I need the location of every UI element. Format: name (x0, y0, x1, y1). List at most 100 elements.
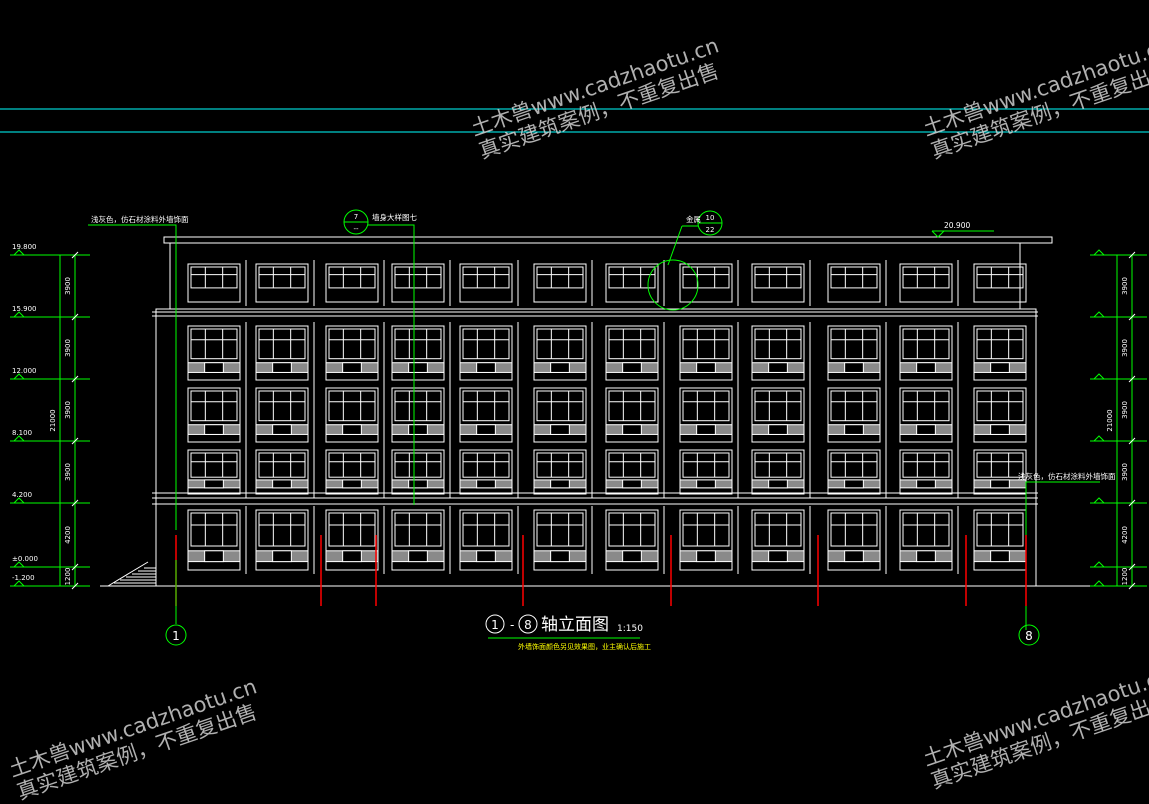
window-unit (325, 506, 385, 574)
ac-grille (204, 362, 224, 373)
dim-value: 3900 (1121, 339, 1129, 357)
window-frame (325, 387, 379, 443)
window-frame (325, 263, 379, 303)
window-unit (255, 260, 315, 306)
ac-grille (916, 424, 936, 435)
roof-parapet (163, 236, 1053, 244)
window-sash (902, 390, 950, 422)
window-frame (899, 263, 953, 303)
window-frame (605, 449, 659, 495)
window-unit (899, 322, 959, 384)
level-label: 4.200 (12, 491, 32, 499)
ac-grille (844, 479, 864, 489)
ac-grille (342, 550, 362, 563)
level-label: 8.100 (12, 429, 32, 437)
window-unit (679, 446, 739, 498)
window-frame (679, 509, 733, 571)
window-frame (751, 325, 805, 381)
window-sash (976, 266, 1024, 289)
window-frame (459, 263, 513, 303)
window-sash (462, 328, 510, 360)
dim-tick (71, 582, 79, 590)
window-frame (255, 509, 309, 571)
window-sash (190, 390, 238, 422)
window-unit (679, 322, 739, 384)
building-elevation (100, 236, 1090, 587)
window-frame (899, 387, 953, 443)
window-sash (754, 328, 802, 360)
window-frame (533, 387, 587, 443)
window-sash (536, 512, 584, 547)
window-frame (391, 449, 445, 495)
window-unit (391, 384, 451, 446)
ac-grille (768, 479, 788, 489)
window-sash (976, 390, 1024, 422)
level-marker (1093, 373, 1105, 380)
window-unit (533, 260, 593, 306)
drawing-title-block: 1 - 8 轴立面图 1:150 外墙饰面颜色另见效果图，业主确认后施工 (485, 614, 651, 651)
window-unit (533, 322, 593, 384)
ac-grille (408, 479, 428, 489)
ac-grille (768, 424, 788, 435)
window-frame (899, 325, 953, 381)
ac-grille (916, 550, 936, 563)
ac-grille (622, 362, 642, 373)
drawing-title: 轴立面图 (541, 615, 609, 635)
ac-grille (844, 550, 864, 563)
level-marker (1093, 497, 1105, 504)
window-unit (827, 506, 887, 574)
window-frame (605, 325, 659, 381)
window-unit (973, 449, 1027, 495)
dim-tick (71, 375, 79, 383)
window-sash (394, 328, 442, 360)
window-unit (679, 384, 739, 446)
title-axis-bubble-end (518, 614, 538, 634)
ac-grille (622, 550, 642, 563)
window-unit (459, 446, 519, 498)
level-marker (1093, 561, 1105, 568)
window-unit (533, 446, 593, 498)
detail-area-circle (647, 259, 699, 311)
window-sash (394, 390, 442, 422)
window-frame (325, 325, 379, 381)
window-unit (605, 260, 665, 306)
level-label: 12.000 (12, 367, 37, 375)
ac-grille (696, 479, 716, 489)
elevation-drawing: 19.80015.90012.0008.1004.200±0.000-1.200… (0, 108, 1149, 651)
callout-right-mid: 浅灰色，仿石材涂料外墙饰面 (1018, 471, 1116, 481)
window-sash (902, 512, 950, 547)
window-unit (533, 384, 593, 446)
callout-left-top: 浅灰色，仿石材涂料外墙饰面 (91, 214, 189, 224)
window-frame (973, 325, 1027, 381)
window-unit (899, 384, 959, 446)
window-unit (391, 446, 451, 498)
window-sash (682, 452, 730, 478)
window-unit (187, 506, 247, 574)
window-sash (536, 452, 584, 478)
window-frame (187, 509, 241, 571)
ac-grille (768, 362, 788, 373)
ac-grille (990, 424, 1010, 435)
window-frame (679, 263, 733, 303)
ac-grille (204, 550, 224, 563)
stair-rail (107, 561, 149, 587)
top-level-marker (931, 230, 945, 238)
ac-grille (696, 550, 716, 563)
level-marker (13, 561, 25, 568)
window-sash (830, 266, 878, 289)
title-axis-dash: - (510, 618, 514, 632)
window-sash (754, 266, 802, 289)
window-unit (255, 506, 315, 574)
window-frame (827, 263, 881, 303)
window-unit (605, 446, 665, 498)
ac-grille (916, 362, 936, 373)
window-frame (973, 263, 1027, 303)
window-frame (605, 387, 659, 443)
dim-tick (1128, 582, 1136, 590)
title-axis-start: 1 (491, 618, 499, 632)
ac-grille (990, 550, 1010, 563)
window-sash (190, 452, 238, 478)
window-frame (827, 325, 881, 381)
window-frame (679, 325, 733, 381)
window-unit (827, 384, 887, 446)
